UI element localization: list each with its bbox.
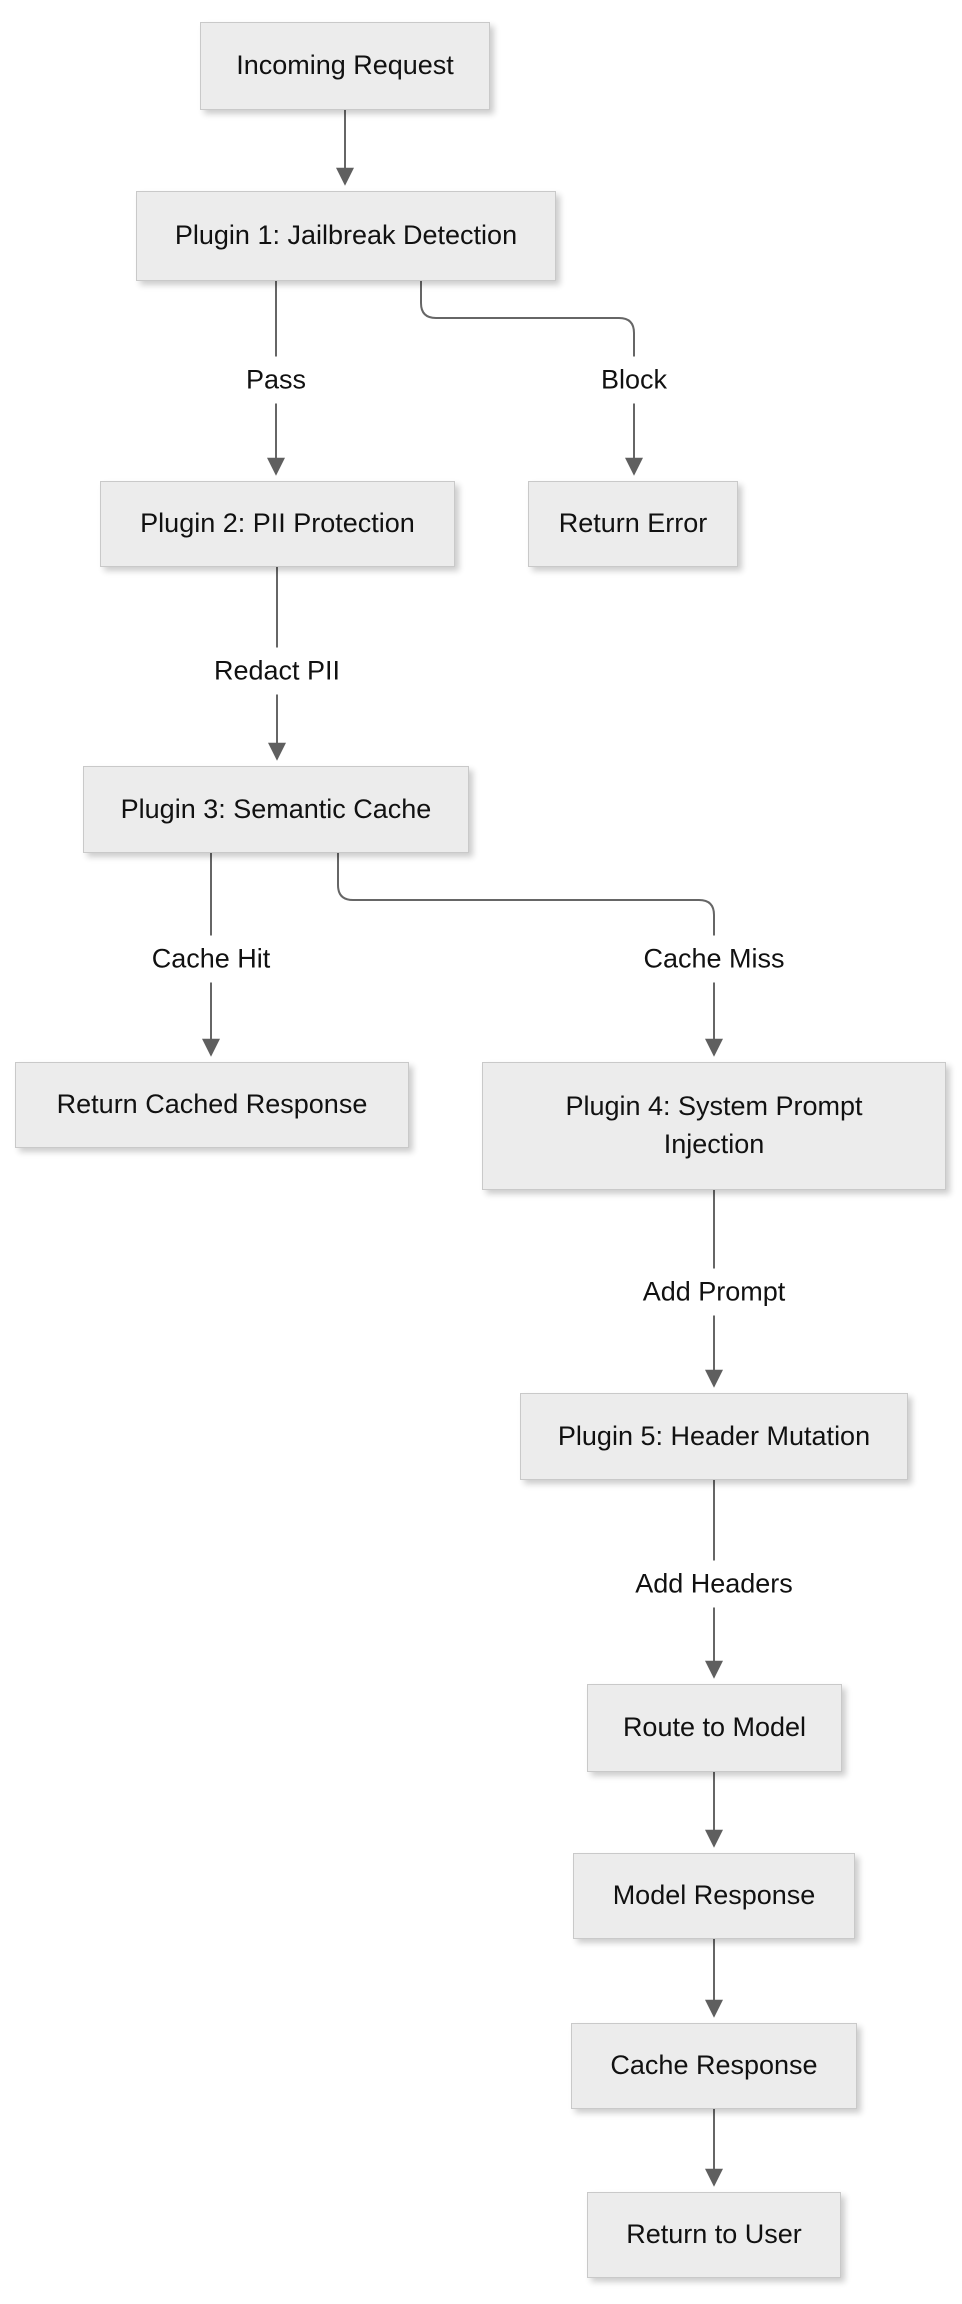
node-plugin1-jailbreak-detection: Plugin 1: Jailbreak Detection bbox=[136, 191, 556, 281]
node-incoming-request: Incoming Request bbox=[200, 22, 490, 110]
edge-label-cache-miss: Cache Miss bbox=[635, 935, 793, 983]
edge-label-add-headers: Add Headers bbox=[627, 1560, 801, 1608]
edge-plugin3-cache-miss-to-plugin4 bbox=[337, 853, 723, 1057]
edge-label-block: Block bbox=[592, 356, 676, 404]
node-model-response: Model Response bbox=[573, 1853, 855, 1939]
edge-label-cache-hit: Cache Hit bbox=[143, 935, 279, 983]
node-plugin5-header-mutation: Plugin 5: Header Mutation bbox=[520, 1393, 908, 1480]
node-return-cached-response: Return Cached Response bbox=[15, 1062, 409, 1148]
edge-label-redact-pii: Redact PII bbox=[205, 647, 349, 695]
node-plugin4-system-prompt-injection: Plugin 4: System Prompt Injection bbox=[482, 1062, 946, 1190]
edge-label-add-prompt: Add Prompt bbox=[634, 1268, 794, 1316]
edge-plugin1-block-to-return-error bbox=[420, 281, 643, 476]
node-plugin2-pii-protection: Plugin 2: PII Protection bbox=[100, 481, 455, 567]
node-return-to-user: Return to User bbox=[587, 2192, 841, 2278]
node-route-to-model: Route to Model bbox=[587, 1684, 842, 1772]
node-plugin3-semantic-cache: Plugin 3: Semantic Cache bbox=[83, 766, 469, 853]
edge-label-pass: Pass bbox=[237, 356, 315, 404]
node-return-error: Return Error bbox=[528, 481, 738, 567]
node-cache-response: Cache Response bbox=[571, 2023, 857, 2109]
